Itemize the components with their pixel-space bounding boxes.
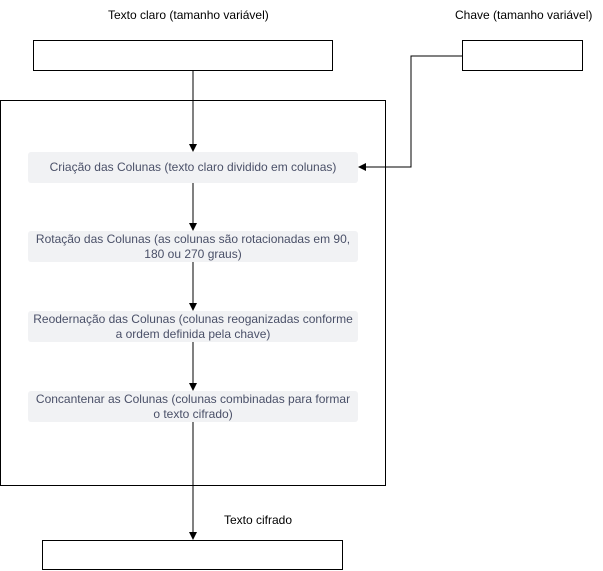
plaintext-label: Texto claro (tamanho variável) [108, 8, 269, 22]
step-concatenate-columns-text: Concantenar as Colunas (colunas combinad… [35, 391, 351, 421]
step-rotate-columns: Rotação das Colunas (as colunas são rota… [28, 231, 358, 262]
step-create-columns-text: Criação das Colunas (texto claro dividid… [49, 160, 337, 174]
ciphertext-output-box [42, 540, 343, 570]
ciphertext-label: Texto cifrado [224, 513, 293, 527]
plaintext-input-box [33, 40, 333, 71]
step-create-columns: Criação das Colunas (texto claro dividid… [28, 152, 358, 183]
key-input-box [462, 40, 583, 71]
key-label: Chave (tamanho variável) [455, 8, 593, 22]
step-reorder-columns-text: Reodernação das Colunas (colunas reogani… [33, 311, 353, 341]
step-reorder-columns: Reodernação das Colunas (colunas reogani… [28, 311, 358, 342]
step-rotate-columns-text: Rotação das Colunas (as colunas são rota… [35, 231, 351, 261]
step-concatenate-columns: Concantenar as Colunas (colunas combinad… [28, 391, 358, 422]
